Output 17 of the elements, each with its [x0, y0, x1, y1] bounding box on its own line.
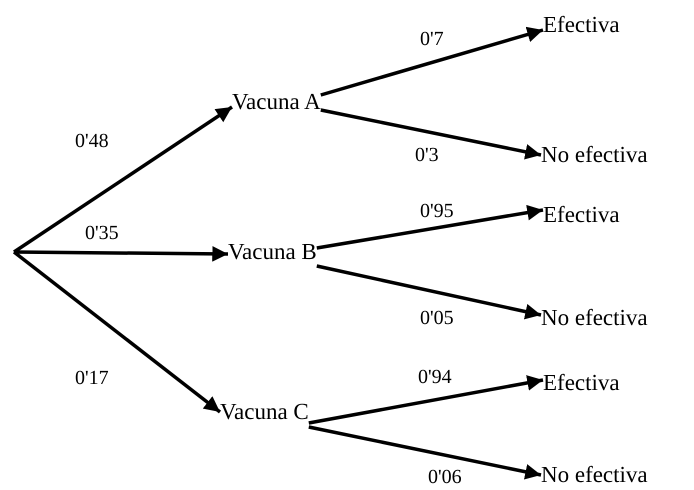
outcome-label: Efectiva — [543, 12, 620, 38]
outcome-label: No efectiva — [541, 142, 648, 168]
outcome-label: No efectiva — [541, 462, 648, 488]
arrow — [320, 26, 544, 97]
outcome-label: Efectiva — [543, 370, 620, 396]
outcome-label: No efectiva — [541, 305, 648, 331]
arrow — [320, 108, 542, 160]
outcome-label: Efectiva — [543, 202, 620, 228]
arrow — [12, 250, 222, 414]
arrow — [316, 264, 542, 320]
outcome-label: Vacuna C — [220, 399, 309, 425]
outcome-label: Vacuna B — [228, 239, 317, 265]
outcome-label: Vacuna A — [232, 89, 321, 115]
arrow — [13, 106, 233, 254]
arrow — [308, 425, 542, 480]
arrow — [316, 204, 544, 250]
arrow — [308, 375, 544, 425]
